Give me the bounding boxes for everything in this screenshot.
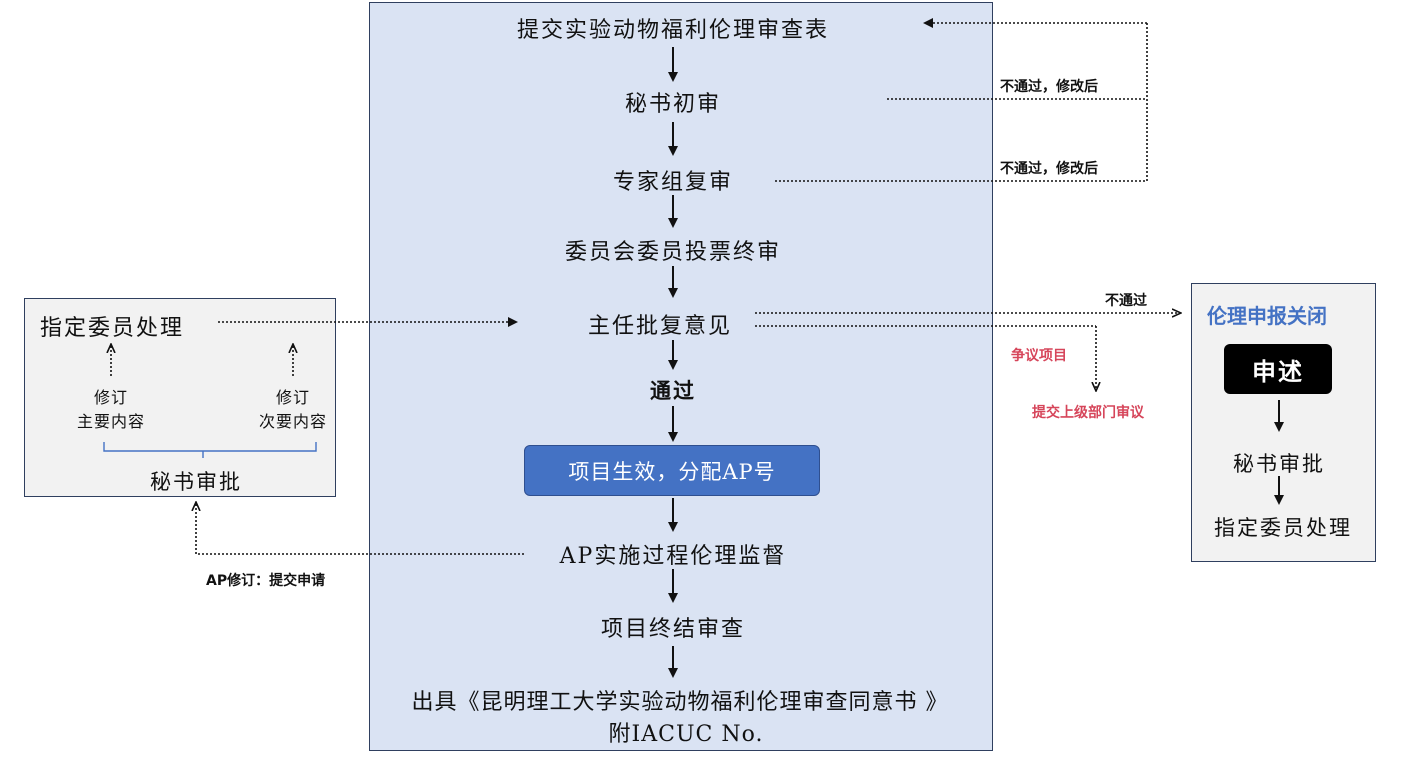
step-passed: 通过 xyxy=(650,379,696,403)
step-expert-review: 专家组复审 xyxy=(612,170,734,195)
closure-appeal: 申述 xyxy=(1224,344,1332,394)
closure-title: 伦理申报关闭 xyxy=(1207,304,1327,328)
note-fail-revise-2: 不通过，修改后 xyxy=(1000,161,1098,177)
note-fail: 不通过 xyxy=(1105,293,1147,309)
step-final-review: 项目终结审查 xyxy=(600,617,746,642)
note-fail-revise-1: 不通过，修改后 xyxy=(1000,79,1098,95)
left-secretary-approval: 秘书审批 xyxy=(150,470,242,494)
ap-revision-line xyxy=(196,503,524,555)
left-revise-main-line1: 修订 xyxy=(93,388,129,407)
left-assign-member: 指定委员处理 xyxy=(40,316,185,341)
step-director-opinion: 主任批复意见 xyxy=(587,314,733,339)
main-flow-panel xyxy=(369,2,993,751)
revision-panel xyxy=(24,298,336,497)
step-submit-form: 提交实验动物福利伦理审查表 xyxy=(516,18,830,43)
note-ap-revision: AP修订：提交申请 xyxy=(206,573,326,589)
step-project-effective: 项目生效，分配AP号 xyxy=(524,445,820,496)
director-branch-lines xyxy=(755,313,1180,390)
note-disputed-project: 争议项目 xyxy=(1011,348,1067,364)
left-revise-main-line2: 主要内容 xyxy=(76,412,146,431)
feedback-loop-lines xyxy=(775,18,1148,182)
left-revise-minor-line2: 次要内容 xyxy=(258,412,328,431)
left-revise-minor-line1: 修订 xyxy=(275,388,311,407)
step-committee-vote: 委员会委员投票终审 xyxy=(564,240,782,265)
step-secretary-initial-review: 秘书初审 xyxy=(624,92,722,117)
revision-bracket xyxy=(103,442,317,452)
step-ethics-supervision: AP实施过程伦理监督 xyxy=(559,544,787,569)
step-issue-certificate: 出具《昆明理工大学实验动物福利伦理审查同意书 》 xyxy=(411,690,949,715)
revision-up-arrows xyxy=(111,345,293,376)
closure-secretary-approval: 秘书审批 xyxy=(1233,452,1325,476)
step-iacuc-number: 附IACUC No. xyxy=(608,722,764,747)
closure-assign-member: 指定委员处理 xyxy=(1214,516,1352,540)
note-submit-higher-review: 提交上级部门审议 xyxy=(1032,405,1144,421)
